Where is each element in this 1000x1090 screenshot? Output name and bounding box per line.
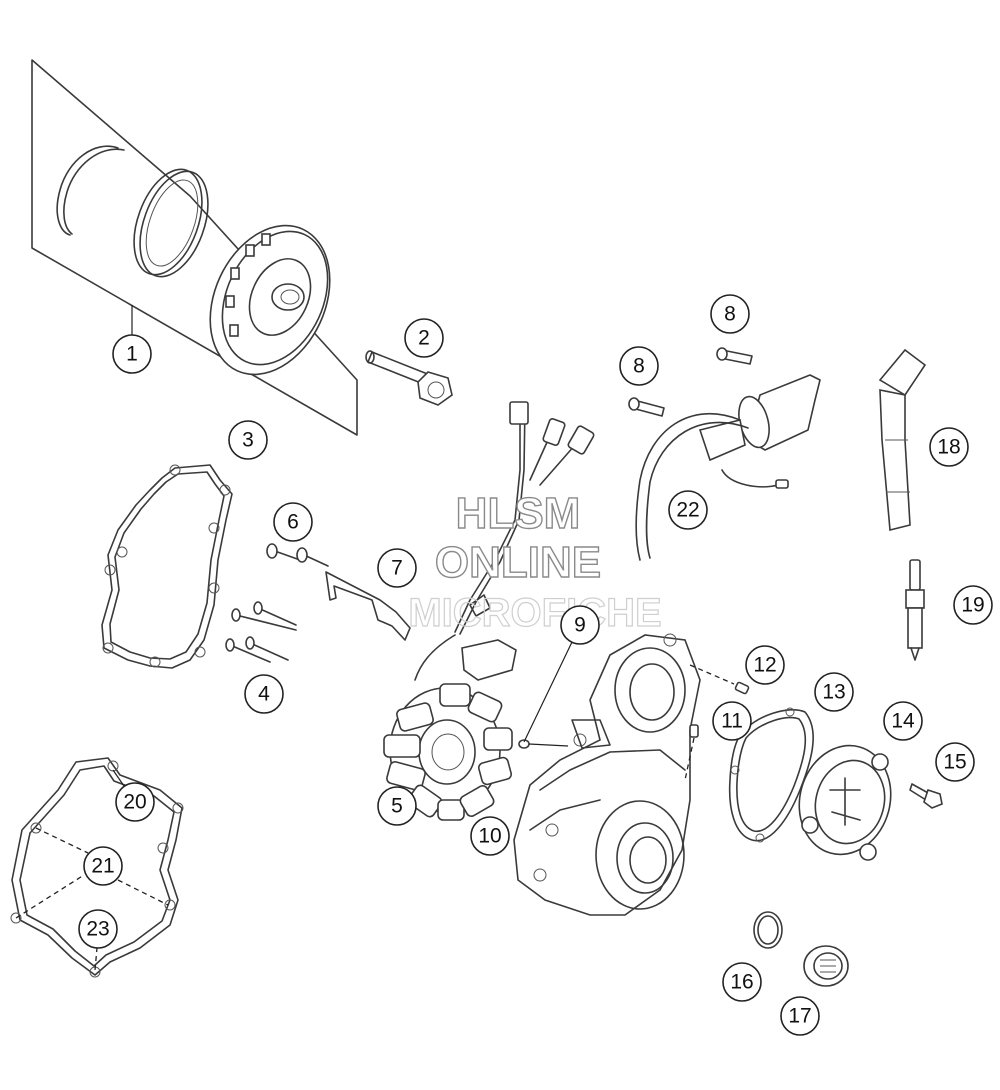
watermark-line-1: HLSM [456,489,581,538]
dowel-12 [689,664,750,695]
callout-label: 5 [391,795,403,818]
gasket-set [10,757,184,978]
callout-20: 20 [115,782,155,822]
callout-1: 1 [112,334,152,374]
callout-label: 21 [91,855,114,878]
callout-label: 2 [418,327,430,350]
callout-2: 2 [404,318,444,358]
watermark-line-2: ONLINE [435,538,601,587]
screws-6 [266,543,329,567]
callout-13: 13 [814,672,854,712]
stator [383,683,513,821]
cable-bracket [325,571,411,641]
callout-label: 8 [633,355,645,378]
bolt-8-lower [628,397,665,417]
callout-21: 21 [83,846,123,886]
ignition-coil [635,374,821,561]
callout-9: 9 [560,605,600,645]
callout-label: 17 [788,1005,811,1028]
spark-plug-connector [878,348,927,532]
spark-plug [905,559,925,661]
callout-label: 7 [391,557,403,580]
callout-label: 13 [822,681,845,704]
callout-label: 9 [574,614,586,637]
callout-8-upper: 8 [710,294,750,334]
screw-9 [518,739,569,749]
flywheel-bolt [365,350,453,406]
callout-label: 14 [891,710,915,733]
callout-label: 18 [937,436,960,459]
callout-18: 18 [929,427,969,467]
callout-22: 22 [668,490,708,530]
bolt-8-upper [716,347,753,365]
callout-17: 17 [780,996,820,1036]
callout-5: 5 [377,786,417,826]
callout-14: 14 [883,701,923,741]
callout-3: 3 [228,420,268,460]
gasket [101,464,233,669]
callout-label: 22 [676,499,699,522]
o-ring [753,911,783,949]
watermark: HLSM ONLINE MICROFICHE [408,488,663,635]
callout-label: 4 [258,683,270,706]
callout-15: 15 [935,742,975,782]
callout-label: 12 [753,654,776,677]
dowel-11 [684,724,699,781]
callout-label: 15 [943,751,966,774]
callout-label: 10 [478,825,501,848]
callout-11: 11 [712,701,752,741]
callout-label: 6 [287,511,299,534]
callout-4: 4 [244,674,284,714]
callout-7: 7 [377,548,417,588]
callout-label: 3 [242,429,254,452]
callout-6: 6 [273,502,313,542]
callout-label: 19 [961,594,984,617]
callout-label: 11 [721,710,743,733]
screws-4 [225,601,297,663]
callout-label: 8 [724,303,736,326]
callout-16: 16 [722,962,762,1002]
wiring-harness [414,401,595,681]
callout-23: 23 [78,909,118,949]
leader-9 [523,641,573,743]
callout-label: 23 [86,918,109,941]
cover-bolt [909,783,943,809]
watermark-line-3: MICROFICHE [408,591,661,635]
callout-10: 10 [470,816,510,856]
flywheel-assembly [31,59,358,436]
callout-label: 20 [123,791,146,814]
outer-cover [798,744,892,861]
callout-12: 12 [745,645,785,685]
cover-gasket [728,707,814,843]
callout-label: 1 [126,343,138,366]
callout-8-lower: 8 [619,346,659,386]
screw-plug [803,945,849,987]
callout-19: 19 [953,585,993,625]
callout-label: 16 [730,971,753,994]
ignition-cover [513,633,701,916]
